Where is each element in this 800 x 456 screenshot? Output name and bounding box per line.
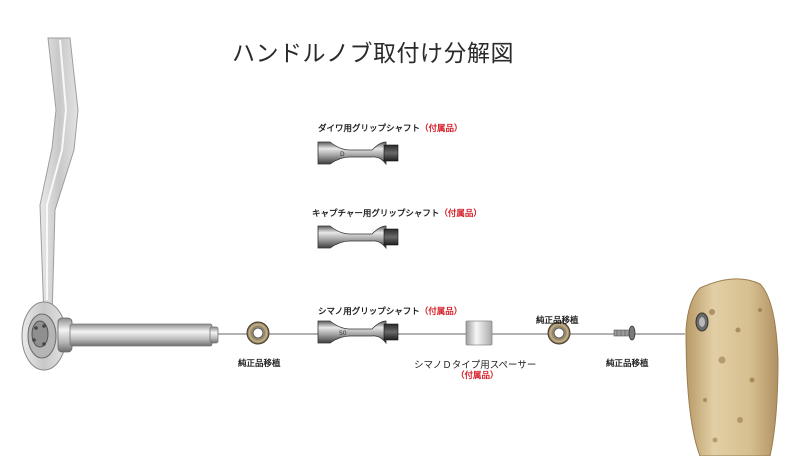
capture-grip-shaft [317,225,399,250]
bearing-left [246,321,270,345]
shimano-label: シマノ用グリップシャフト（付属品） [318,305,462,317]
shimano-grip-shaft: S0 [317,320,399,345]
screw-label: 純正品移植 [606,359,649,369]
bearing-left-label: 純正品移植 [238,359,281,369]
svg-text:S0: S0 [339,330,347,337]
daiwa-grip-shaft: D [317,141,399,166]
cork-knob [685,278,779,456]
shimano-name: シマノ用グリップシャフト [318,307,420,317]
daiwa-note: （付属品） [420,124,463,134]
shimano-note: （付属品） [419,307,463,317]
capture-label: キャプチャー用グリップシャフト（付属品） [312,207,482,219]
daiwa-label: ダイワ用グリップシャフト（付属品） [318,122,463,134]
svg-text:D: D [340,151,345,158]
daiwa-name: ダイワ用グリップシャフト [318,124,421,134]
bearing-right [547,321,571,345]
shimano-d-spacer [465,320,493,346]
handle-shaft [57,317,219,353]
capture-name: キャプチャー用グリップシャフト [312,209,440,219]
spacer-label: シマノＤタイプ用スペーサー [414,360,537,371]
screw [613,325,636,341]
capture-note: （付属品） [439,209,482,219]
bearing-right-label: 純正品移植 [536,316,579,326]
spacer-note: （付属品） [456,371,499,381]
diagram-title: ハンドルノブ取付け分解図 [232,41,514,67]
handle-arm [21,37,79,371]
